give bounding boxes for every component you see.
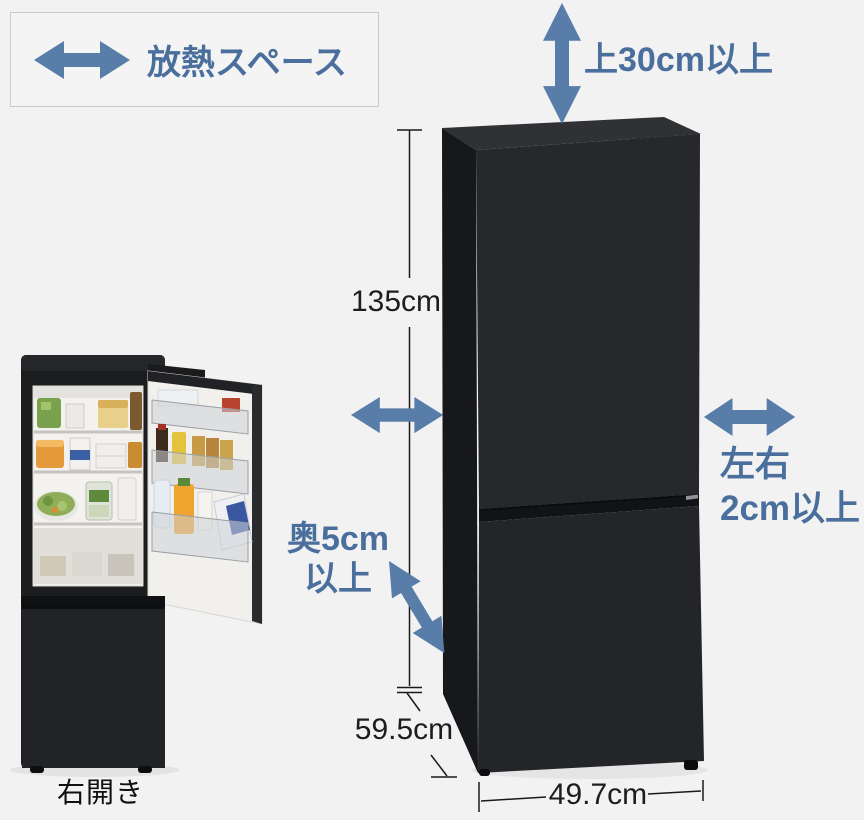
open-fridge-foot [138,766,152,773]
right-clearance-arrow-icon [704,398,796,436]
height-dimension-line [397,129,422,694]
side-clearance-line2: 2cm以上 [720,489,861,528]
main-fridge-left-face [442,128,478,773]
interior-shelves [34,430,142,526]
depth-dimension-label: 59.5cm [354,713,454,746]
open-door [147,370,263,625]
crisper-drawer [34,528,142,584]
main-fridge-foot [479,769,490,776]
legend-box: 放熱スペース [10,12,379,107]
width-dimension-label: 49.7cm [548,778,648,811]
back-clearance-line1: 奥5cm [286,520,390,558]
main-fridge-foot [684,760,698,770]
open-fridge-illustration [21,355,263,773]
side-clearance-label: 左右 2cm以上 [720,443,860,531]
main-fridge-illustration [442,117,704,776]
main-fridge-lower-door [478,506,704,773]
main-fridge-upper-door [476,134,700,509]
back-clearance-line2: 以上 [304,560,372,598]
top-clearance-arrow-icon [543,3,581,124]
open-fridge-foot [30,766,44,773]
interior-back-shade [33,386,143,398]
back-clearance-label: 奥5cm 以上 [283,519,393,599]
door-divider-line [478,494,700,511]
main-fridge-top-face [442,117,701,150]
open-fridge-caption: 右開き [57,777,145,808]
depth-dimension-ticks [406,692,457,778]
legend-label: 放熱スペース [147,44,347,82]
left-clearance-arrow-icon [351,397,444,434]
top-clearance-label: 上30cm以上 [584,41,773,79]
food-items-top-shelf [37,392,142,430]
height-dimension-label: 135cm [351,285,442,318]
main-fridge-door-gap [479,494,699,522]
food-items-second-shelf [36,437,142,471]
food-items-third-shelf [34,477,137,521]
door-handle-mark [686,494,698,500]
freezer-drawer [21,596,165,768]
legend-arrow-icon [34,40,130,79]
open-fridge-top [21,355,165,371]
side-clearance-line1: 左右 [720,445,791,484]
width-dimension-line [478,780,704,812]
